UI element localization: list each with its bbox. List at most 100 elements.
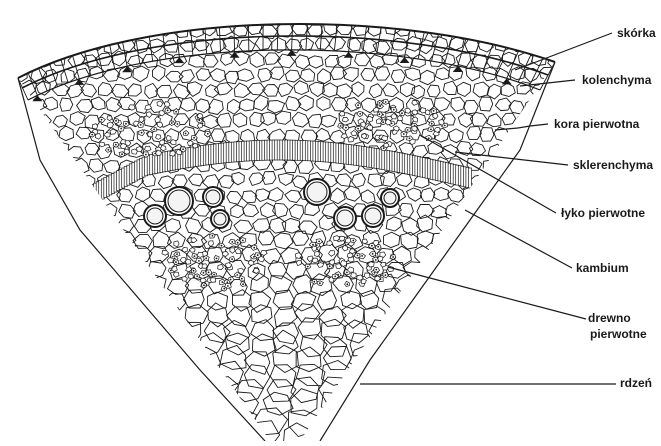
cell-nucleus [379,105,381,107]
cell-nucleus [379,102,381,104]
parenchyma-cell [111,23,127,38]
parenchyma-cell [330,188,345,204]
bundle-cell [361,122,366,128]
parenchyma-cell [554,292,576,310]
xylem-vessel [307,182,327,202]
cell-nucleus [361,255,363,257]
parenchyma-cell [509,101,524,115]
bundle-cell [405,108,411,113]
parenchyma-cell [68,24,83,37]
parenchyma-cell [127,260,150,275]
parenchyma-cell [131,321,155,342]
parenchyma-cell [186,218,202,234]
bundle-cell [156,135,161,140]
bundle-cell [155,117,161,123]
parenchyma-cell [308,56,323,68]
parenchyma-cell [17,404,47,436]
parenchyma-cell [532,24,546,36]
parenchyma-cell [319,377,350,402]
parenchyma-cell [504,140,519,154]
parenchyma-cell [376,391,405,419]
parenchyma-cell [67,84,84,98]
cell-nucleus [392,256,394,258]
bundle-cell [161,145,167,150]
parenchyma-cell [379,362,403,386]
cambium-cell [89,186,92,206]
parenchyma-cell [234,83,250,97]
parenchyma-cell [361,68,375,81]
parenchyma-cell [234,52,249,66]
parenchyma-cell [275,307,298,327]
parenchyma-cell [566,359,593,387]
bundle-cell [222,251,228,256]
parenchyma-cell [54,21,68,36]
parenchyma-cell [572,96,587,111]
cell-nucleus [145,154,147,156]
parenchyma-cell [243,204,259,217]
parenchyma-cell [18,274,39,295]
parenchyma-cell [189,55,205,67]
parenchyma-cell [420,70,435,84]
cell-nucleus [329,265,331,267]
bundle-cell [172,266,178,271]
parenchyma-cell [239,99,254,111]
parenchyma-cell [308,114,322,128]
parenchyma-cell [292,112,309,127]
parenchyma-cell [375,421,402,441]
parenchyma-cell [374,410,408,434]
parenchyma-cell [97,233,116,248]
parenchyma-cell-network [0,21,612,442]
parenchyma-cell [437,274,457,295]
parenchyma-cell [136,366,162,390]
parenchyma-cell [514,292,536,312]
parenchyma-cell [152,65,165,81]
cambium-cell [469,168,472,188]
collenchyma-thickening [344,52,354,58]
parenchyma-cell [284,423,311,441]
parenchyma-cell [501,261,522,277]
parenchyma-cell [565,53,580,66]
parenchyma-cell [491,391,526,417]
parenchyma-cell [142,348,168,372]
cell-nucleus [340,125,342,127]
parenchyma-cell [0,175,10,189]
bundle-cell [144,146,151,151]
parenchyma-cell [46,128,59,142]
cell-nucleus [377,246,379,248]
parenchyma-cell [562,173,577,188]
parenchyma-cell [61,316,84,338]
parenchyma-cell [542,230,560,246]
parenchyma-cell [71,172,83,186]
parenchyma-cell [9,113,24,127]
parenchyma-cell [77,336,98,357]
cell-nucleus [372,253,374,255]
parenchyma-cell [53,115,67,127]
cell-nucleus [359,113,361,115]
cell-nucleus [375,269,377,271]
bundle-cell [157,101,163,107]
epidermis-cell-wall [234,26,235,51]
parenchyma-cell [0,114,7,128]
parenchyma-cell [81,22,98,35]
parenchyma-cell [283,160,297,172]
parenchyma-cell [189,174,204,186]
parenchyma-cell [440,320,466,340]
parenchyma-cell [54,363,81,389]
parenchyma-cell [39,248,57,266]
parenchyma-cell [402,350,426,373]
parenchyma-cell [557,232,574,246]
parenchyma-cell [0,292,12,312]
cell-nucleus [196,275,198,277]
parenchyma-cell [436,419,465,441]
parenchyma-cell [321,115,337,127]
bundle-cell [238,268,244,274]
cell-nucleus [375,259,377,261]
parenchyma-cell [508,203,524,216]
parenchyma-cell [24,201,39,216]
cell-nucleus [383,147,385,149]
parenchyma-cell [122,334,149,357]
parenchyma-cell [488,234,505,249]
parenchyma-cell [251,273,269,292]
parenchyma-cell [2,246,19,264]
parenchyma-cell [278,83,293,97]
